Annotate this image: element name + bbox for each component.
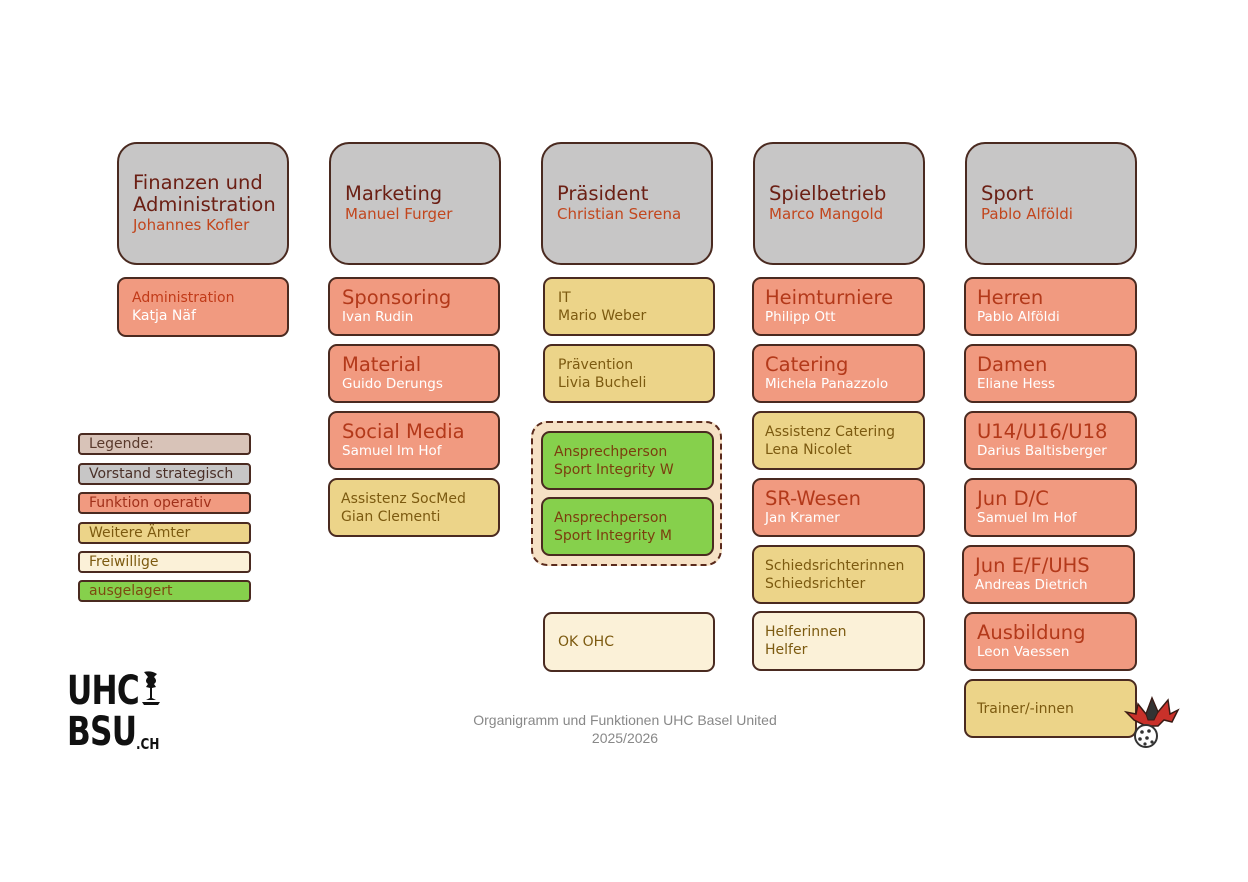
function-name: Helfer [765,642,808,658]
logo-line1: UHC [67,668,140,714]
function-praevention: Prävention Livia Bucheli [543,344,715,403]
function-name: Samuel Im Hof [342,443,442,459]
head-name: Johannes Kofler [133,216,250,234]
basel-staff-icon [142,671,160,705]
function-sponsoring: Sponsoring Ivan Rudin [328,277,500,336]
function-sport-integrity-w: Ansprechperson Sport Integrity W [541,431,714,490]
function-name: Mario Weber [558,307,647,324]
head-title: Präsident [557,182,649,205]
head-title: Finanzen und Administration [133,171,276,216]
function-title: Helferinnen [765,624,847,640]
function-title: Assistenz Catering [765,423,895,440]
legend-freiwillige: Freiwillige [78,551,251,573]
mascot-bat-icon [1124,695,1180,748]
function-name: Darius Baltisberger [977,443,1107,459]
legend-vorstand-strategisch: Vorstand strategisch [78,463,251,485]
function-title: Material [342,353,422,376]
function-title: Jun E/F/UHS [975,554,1090,577]
function-name: Leon Vaessen [977,644,1070,660]
function-assistenz-socmed: Assistenz SocMed Gian Clementi [328,478,500,537]
function-name: Livia Bucheli [558,374,647,391]
function-sr-wesen: SR-Wesen Jan Kramer [752,478,925,537]
legend-weitere-aemter: Weitere Ämter [78,522,251,544]
function-name: Sport Integrity W [554,461,674,478]
function-helfer: Helferinnen Helfer [752,611,925,671]
function-jun-d-c: Jun D/C Samuel Im Hof [964,478,1137,537]
function-it: IT Mario Weber [543,277,715,336]
function-schiedsrichter: Schiedsrichterinnen Schiedsrichter [752,545,925,604]
function-name: Philipp Ott [765,309,836,325]
function-title: Ansprechperson [554,443,668,460]
legend-funktion-operativ: Funktion operativ [78,492,251,514]
function-catering: Catering Michela Panazzolo [752,344,925,403]
function-name: Samuel Im Hof [977,510,1077,526]
head-marketing: Marketing Manuel Furger [329,142,501,265]
head-title: Sport [981,182,1034,205]
function-title: Ansprechperson [554,509,668,526]
function-name: Katja Näf [132,308,196,324]
function-name: Jan Kramer [765,510,840,526]
function-title: Damen [977,353,1048,376]
logo-suffix: .CH [136,735,160,753]
function-title: U14/U16/U18 [977,420,1108,443]
head-name: Manuel Furger [345,205,453,223]
function-name: Guido Derungs [342,376,443,392]
footer-caption-line2: 2025/2026 [591,730,659,746]
head-finanzen: Finanzen und Administration Johannes Kof… [117,142,289,265]
function-name: Schiedsrichter [765,575,866,592]
function-assistenz-catering: Assistenz Catering Lena Nicolet [752,411,925,470]
head-name: Pablo Alföldi [981,205,1073,223]
function-title: OK OHC [558,634,614,650]
club-logo: UHC BSU .CH [64,665,174,760]
logo-line2: BSU [67,709,137,755]
function-title: Prävention [558,356,634,373]
function-jun-e-f-uhs: Jun E/F/UHS Andreas Dietrich [962,545,1135,604]
function-title: Social Media [342,420,465,443]
function-title: Sponsoring [342,286,452,309]
head-sport: Sport Pablo Alföldi [965,142,1137,265]
head-title: Marketing [345,182,443,205]
function-name: Michela Panazzolo [765,376,889,392]
function-title: Trainer/-innen [977,700,1074,717]
legend-title: Legende: [78,433,251,455]
function-name: Andreas Dietrich [975,577,1088,593]
function-ausbildung: Ausbildung Leon Vaessen [964,612,1137,671]
function-title: Administration [132,290,235,306]
footer-caption-line1: Organigramm und Funktionen UHC Basel Uni… [473,712,777,728]
function-u14-u16-u18: U14/U16/U18 Darius Baltisberger [964,411,1137,470]
function-material: Material Guido Derungs [328,344,500,403]
function-name: Ivan Rudin [342,309,414,325]
head-name: Christian Serena [557,205,682,223]
function-title: Schiedsrichterinnen [765,557,905,574]
head-name: Marco Mangold [769,205,884,223]
function-title: Assistenz SocMed [341,490,466,507]
function-title: Herren [977,286,1044,309]
legend-ausgelagert: ausgelagert [78,580,251,602]
function-name: Sport Integrity M [554,527,672,544]
function-title: Heimturniere [765,286,894,309]
function-name: Pablo Alföldi [977,309,1060,325]
function-title: IT [558,289,571,306]
function-name: Lena Nicolet [765,441,852,458]
head-title: Spielbetrieb [769,182,887,205]
head-praesident: Präsident Christian Serena [541,142,713,265]
function-title: Jun D/C [977,487,1049,510]
function-name: Eliane Hess [977,376,1055,392]
function-title: Catering [765,353,849,376]
function-title: SR-Wesen [765,487,862,510]
function-trainer: Trainer/-innen [964,679,1137,738]
function-heimturniere: Heimturniere Philipp Ott [752,277,925,336]
function-administration: Administration Katja Näf [117,277,289,337]
function-title: Ausbildung [977,621,1086,644]
function-ok-ohc: OK OHC [543,612,715,672]
function-herren: Herren Pablo Alföldi [964,277,1137,336]
function-damen: Damen Eliane Hess [964,344,1137,403]
head-spielbetrieb: Spielbetrieb Marco Mangold [753,142,925,265]
function-name: Gian Clementi [341,508,441,525]
function-social-media: Social Media Samuel Im Hof [328,411,500,470]
function-sport-integrity-m: Ansprechperson Sport Integrity M [541,497,714,556]
